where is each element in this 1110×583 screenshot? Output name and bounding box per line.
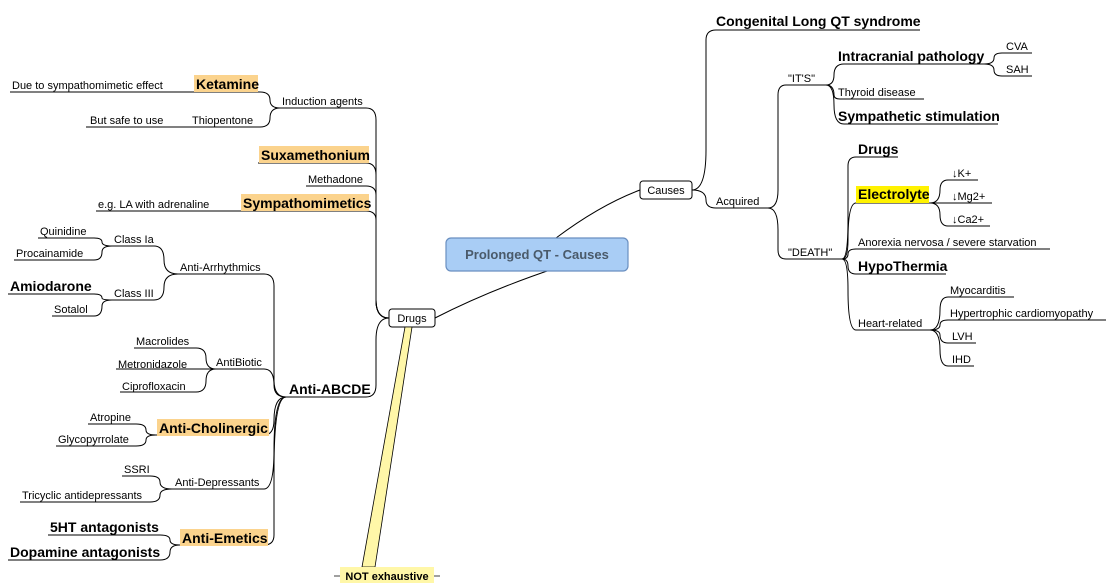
sotalol-label: Sotalol bbox=[54, 304, 88, 316]
ciprofloxacin-label: Ciprofloxacin bbox=[122, 381, 186, 393]
procainamide-label: Procainamide bbox=[16, 248, 83, 260]
anticholinergic-highlight bbox=[157, 419, 269, 436]
ketamine-highlight bbox=[194, 75, 258, 92]
cva-label: CVA bbox=[1006, 41, 1028, 53]
electrolyte-label: Electrolyte bbox=[858, 186, 930, 202]
electrolyte-highlight bbox=[856, 186, 929, 203]
sympathetic-label: Sympathetic stimulation bbox=[838, 108, 1000, 124]
anticholinergic-label: Anti-Cholinergic bbox=[159, 420, 268, 436]
death-drugs-label: Drugs bbox=[858, 141, 899, 157]
lvh-label: LVH bbox=[952, 331, 973, 343]
heart-related-label: Heart-related bbox=[858, 318, 922, 330]
hcm-label: Hypertrophic cardiomyopathy bbox=[950, 308, 1094, 320]
ht5-label: 5HT antagonists bbox=[50, 519, 159, 535]
intracranial-label: Intracranial pathology bbox=[838, 48, 984, 64]
its-label: "IT'S" bbox=[788, 73, 815, 85]
thiopentone-label: Thiopentone bbox=[192, 115, 253, 127]
dopamine-label: Dopamine antagonists bbox=[10, 544, 160, 560]
sympathomimetics-label: Sympathomimetics bbox=[243, 195, 372, 211]
drugs-label: Drugs bbox=[397, 313, 427, 325]
tca-label: Tricyclic antidepressants bbox=[22, 490, 143, 502]
suxamethonium-label: Suxamethonium bbox=[261, 147, 370, 163]
central-label: Prolonged QT - Causes bbox=[465, 247, 609, 262]
thyroid-label: Thyroid disease bbox=[838, 87, 916, 99]
not-exhaustive-callout[interactable]: NOT exhaustive bbox=[334, 326, 440, 583]
macrolides-label: Macrolides bbox=[136, 336, 190, 348]
acquired-label: Acquired bbox=[716, 196, 759, 208]
magnesium-label: ↓Mg2+ bbox=[952, 191, 985, 203]
myocarditis-label: Myocarditis bbox=[950, 285, 1006, 297]
antidepressants-label: Anti-Depressants bbox=[175, 477, 260, 489]
death-label: "DEATH" bbox=[788, 247, 832, 259]
causes-label: Causes bbox=[647, 185, 685, 197]
sympathomimetics-highlight bbox=[241, 194, 369, 211]
antibiotic-label: AntiBiotic bbox=[216, 357, 262, 369]
calcium-label: ↓Ca2+ bbox=[952, 214, 984, 226]
ssri-label: SSRI bbox=[124, 464, 150, 476]
ketamine-label: Ketamine bbox=[196, 76, 259, 92]
amiodarone-label: Amiodarone bbox=[10, 278, 92, 294]
thiopentone-note: But safe to use bbox=[90, 115, 163, 127]
sympathomimetics-note: e.g. LA with adrenaline bbox=[98, 199, 209, 211]
antiemetics-highlight bbox=[180, 529, 268, 546]
induction-label: Induction agents bbox=[282, 96, 363, 108]
drugs-node[interactable]: Drugs bbox=[388, 308, 436, 328]
connectors bbox=[8, 29, 1106, 561]
arrhythmics-label: Anti-Arrhythmics bbox=[180, 262, 261, 274]
central-node[interactable]: Prolonged QT - Causes bbox=[445, 237, 629, 272]
glycopyrrolate-label: Glycopyrrolate bbox=[58, 434, 129, 446]
ihd-label: IHD bbox=[952, 354, 971, 366]
abcde-label: Anti-ABCDE bbox=[289, 381, 371, 397]
atropine-label: Atropine bbox=[90, 412, 131, 424]
anorexia-label: Anorexia nervosa / severe starvation bbox=[858, 237, 1037, 249]
hypothermia-label: HypoThermia bbox=[858, 258, 948, 274]
potassium-label: ↓K+ bbox=[952, 168, 971, 180]
suxamethonium-highlight bbox=[259, 146, 369, 163]
metronidazole-label: Metronidazole bbox=[118, 359, 187, 371]
ketamine-note: Due to sympathomimetic effect bbox=[12, 80, 163, 92]
methadone-label: Methadone bbox=[308, 174, 363, 186]
congenital-label: Congenital Long QT syndrome bbox=[716, 13, 921, 29]
sah-label: SAH bbox=[1006, 64, 1029, 76]
class3-label: Class III bbox=[114, 288, 154, 300]
quinidine-label: Quinidine bbox=[40, 226, 86, 238]
antiemetics-label: Anti-Emetics bbox=[182, 530, 268, 546]
class1a-label: Class Ia bbox=[114, 234, 155, 246]
not-exhaustive-label: NOT exhaustive bbox=[345, 571, 428, 583]
causes-node[interactable]: Causes bbox=[639, 180, 693, 200]
